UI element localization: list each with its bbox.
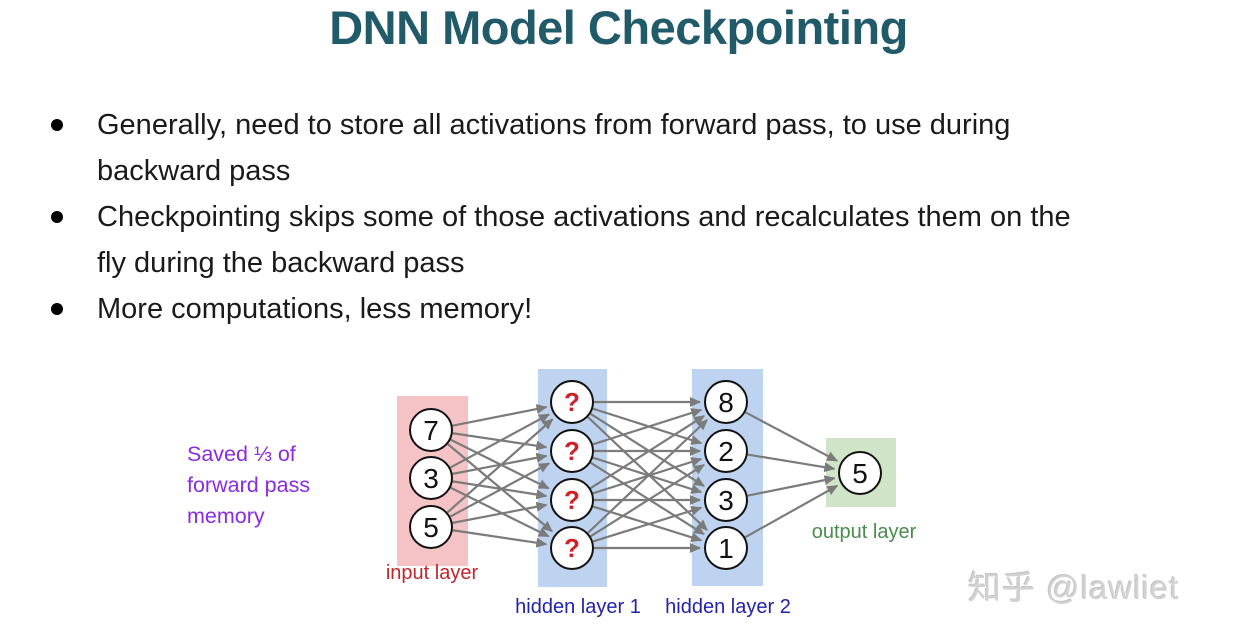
net-edge-arrow — [592, 408, 703, 446]
net-edge-arrow — [452, 529, 548, 548]
bullet-text: Generally, need to store all activations… — [97, 109, 1011, 141]
watermark: 知乎 @lawliet — [968, 569, 1180, 606]
net-edge-arrow — [452, 404, 548, 427]
bullet-dot-icon — [51, 303, 63, 315]
hidden1-node-value: ? — [564, 485, 580, 515]
hidden1-node-value: ? — [564, 533, 580, 563]
input-node — [409, 408, 453, 452]
input-node — [409, 505, 453, 549]
net-edge-arrow — [592, 456, 703, 494]
bullet-dot-icon — [51, 119, 63, 131]
bullet-text: fly during the backward pass — [97, 247, 465, 279]
hidden2-node-value: 8 — [718, 387, 734, 418]
page-title: DNN Model Checkpointing — [329, 1, 908, 54]
net-edge-arrow — [452, 501, 548, 524]
input-node-value: 7 — [423, 415, 439, 446]
hidden-layer-1-label: hidden layer 1 — [515, 596, 641, 618]
hidden2-node — [704, 380, 748, 424]
hidden2-node — [704, 478, 748, 522]
hidden2-node-value: 1 — [718, 533, 734, 564]
hidden2-node — [704, 526, 748, 570]
net-edge-arrow — [446, 418, 554, 514]
net-edge-arrow — [747, 453, 836, 473]
net-edge-arrow — [590, 461, 705, 536]
input-node — [409, 456, 453, 500]
hidden1-node — [550, 429, 594, 473]
memory-savings-line: memory — [187, 504, 265, 528]
output-node-value: 5 — [852, 458, 868, 489]
output-layer-label: output layer — [811, 521, 917, 543]
hidden2-node — [704, 429, 748, 473]
bullet-item: Generally, need to store all activations… — [51, 102, 1222, 194]
hidden-layer-2-label: hidden layer 2 — [665, 596, 791, 618]
bullet-text: More computations, less memory! — [97, 293, 533, 325]
net-edge-arrow — [589, 415, 705, 490]
memory-savings-note: Saved ⅓ of forward pass memory — [187, 439, 367, 532]
net-edge-arrow — [747, 475, 836, 497]
net-edge-arrow — [592, 407, 703, 445]
hidden1-node — [550, 478, 594, 522]
net-edge-arrow — [744, 411, 838, 462]
net-edge-arrow — [590, 463, 705, 538]
net-edge-arrow — [449, 462, 550, 518]
bullet-text: backward pass — [97, 155, 291, 187]
hidden1-node — [550, 526, 594, 570]
hidden1-node — [550, 380, 594, 424]
input-layer-label: input layer — [385, 562, 479, 584]
net-edge-arrow — [744, 484, 839, 539]
net-edge-arrow — [449, 413, 550, 469]
hidden1-node-value: ? — [564, 387, 580, 417]
memory-savings-line: Saved ⅓ of — [187, 442, 296, 466]
bullet-item: More computations, less memory! — [51, 286, 1222, 332]
bullet-item: Checkpointing skips some of those activa… — [51, 194, 1222, 286]
bullet-dot-icon — [51, 211, 63, 223]
net-edge-arrow — [587, 419, 708, 534]
net-edge-arrow — [452, 480, 548, 500]
net-edge-arrow — [592, 505, 703, 543]
input-node-value: 5 — [423, 512, 439, 543]
memory-savings-line: forward pass — [187, 473, 311, 497]
input-node-value: 3 — [423, 463, 439, 494]
hidden2-node-value: 2 — [718, 436, 734, 467]
output-node — [838, 451, 882, 495]
hidden1-node-value: ? — [564, 436, 580, 466]
bullet-text: Checkpointing skips some of those activa… — [97, 201, 1071, 233]
hidden2-node-value: 3 — [718, 485, 734, 516]
bullet-list: Generally, need to store all activations… — [51, 102, 1222, 332]
